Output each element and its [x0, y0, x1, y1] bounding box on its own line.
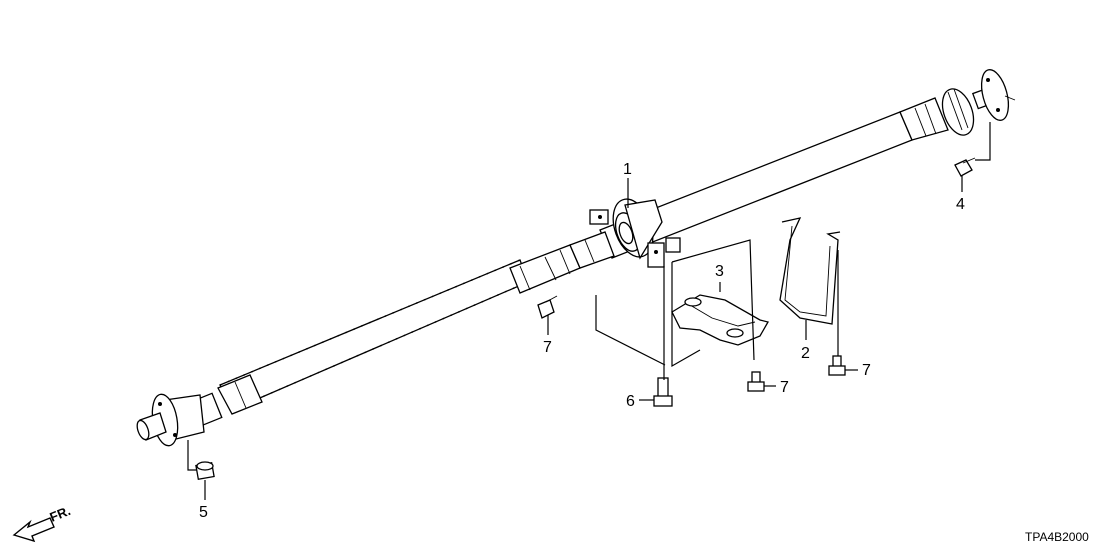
bolt-7-strap	[828, 355, 846, 376]
nut-5	[195, 461, 215, 481]
callout-4: 4	[956, 196, 965, 213]
diagram-code: TPA4B2000	[1025, 530, 1089, 544]
front-direction-arrow-icon: FR.	[12, 503, 73, 543]
safety-strap	[779, 217, 841, 325]
center-support-bracket	[671, 294, 769, 346]
callout-3: 3	[715, 263, 724, 280]
leader-lines	[187, 122, 991, 500]
bolt-7-bracket	[747, 371, 765, 392]
bolt-7-center	[537, 295, 558, 319]
callout-7-bracket: 7	[780, 379, 789, 396]
callout-1: 1	[623, 161, 632, 178]
callout-7-strap: 7	[862, 362, 871, 379]
front-direction-label: FR.	[48, 503, 73, 525]
callout-5: 5	[199, 504, 208, 521]
callout-2: 2	[801, 345, 810, 362]
bolt-4	[954, 157, 976, 177]
callout-7-center: 7	[543, 339, 552, 356]
callout-6: 6	[626, 393, 635, 410]
bolt-6	[653, 377, 673, 407]
propeller-shaft	[136, 69, 1016, 447]
